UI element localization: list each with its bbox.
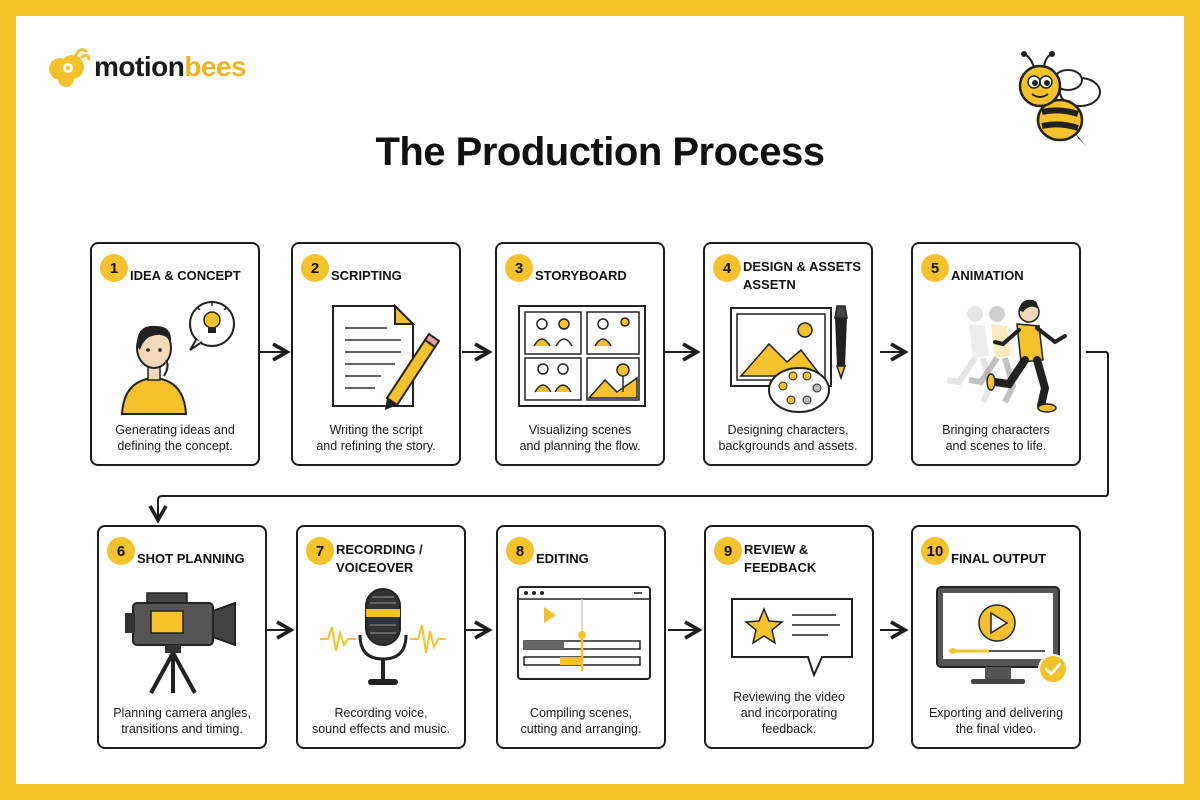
step-title: STORYBOARD xyxy=(535,254,657,298)
step-title: RECORDING / VOICEOVER xyxy=(336,537,458,581)
step-card-5: 5 ANIMATION Bringing characters and scene… xyxy=(911,242,1081,466)
step-desc-line1: Reviewing the video xyxy=(733,690,845,704)
step-desc-line2: and refining the story. xyxy=(316,439,436,453)
step-desc-line2: and incorporating feedback. xyxy=(740,706,838,736)
step-desc-line2: the final video. xyxy=(955,722,1037,736)
step-card-8: 8 EDITING Compiling scenes, cutting and a… xyxy=(496,525,666,749)
step-title-line1: EDITING xyxy=(536,551,589,566)
step-title-line1: IDEA & CONCEPT xyxy=(130,268,241,283)
storyboard-icon xyxy=(518,305,646,407)
step-description: Recording voice, sound effects and music. xyxy=(304,705,458,737)
brand-name-part1: motion xyxy=(94,51,185,82)
step-title-line1: DESIGN & ASSETS xyxy=(743,259,861,274)
step-desc-line1: Visualizing scenes xyxy=(528,423,632,437)
step-title-line2: VOICEOVER xyxy=(336,560,414,575)
step-number-badge: 5 xyxy=(921,254,949,282)
step-description: Bringing characters and scenes to life. xyxy=(919,422,1073,454)
microphone-icon xyxy=(320,588,446,685)
step-number-badge: 7 xyxy=(306,537,334,565)
review-star-icon xyxy=(731,598,853,678)
step-number-badge: 1 xyxy=(100,254,128,282)
step-desc-line2: and planning the flow. xyxy=(519,439,641,453)
video-editor-icon xyxy=(517,586,651,680)
step-card-2: 2 SCRIPTING Writing the script and refini… xyxy=(291,242,461,466)
step-title: FINAL OUTPUT xyxy=(951,537,1073,581)
step-card-7: 7 RECORDING / VOICEOVER Recording voice, s… xyxy=(296,525,466,749)
step-desc-line2: cutting and arranging. xyxy=(520,722,642,736)
step-description: Exporting and delivering the final video. xyxy=(919,705,1073,737)
step-desc-line2: defining the concept. xyxy=(117,439,233,453)
bee-mascot-icon xyxy=(1018,51,1101,146)
step-desc-line2: transitions and timing. xyxy=(121,722,243,736)
step-title-line1: ANIMATION xyxy=(951,268,1024,283)
step-title: IDEA & CONCEPT xyxy=(130,254,252,298)
step-title-line2: ASSETN xyxy=(743,277,796,292)
step-desc-line1: Recording voice, xyxy=(334,706,428,720)
video-camera-icon xyxy=(125,592,236,694)
script-pencil-icon xyxy=(332,303,441,410)
step-title: SCRIPTING xyxy=(331,254,453,298)
step-card-9: 9 REVIEW & FEEDBACK Reviewing the video an… xyxy=(704,525,874,749)
step-number-badge: 8 xyxy=(506,537,534,565)
step-title-line1: SHOT PLANNING xyxy=(137,551,245,566)
step-description: Designing characters, backgrounds and ass… xyxy=(711,422,865,454)
step-number-badge: 9 xyxy=(714,537,742,565)
bee-logo-icon xyxy=(49,48,90,87)
step-desc-line1: Exporting and delivering xyxy=(928,706,1064,720)
brand-logo: motionbees xyxy=(46,44,247,90)
step-title-line1: REVIEW & xyxy=(744,542,809,557)
step-title: EDITING xyxy=(536,537,658,581)
step-desc-line1: Writing the script xyxy=(329,423,423,437)
step-title: DESIGN & ASSETS ASSETN xyxy=(743,254,865,298)
step-number-badge: 3 xyxy=(505,254,533,282)
step-description: Reviewing the video and incorporating fee… xyxy=(712,689,866,737)
page-title: The Production Process xyxy=(375,130,825,174)
brand-name: motionbees xyxy=(94,51,247,83)
step-title-line1: SCRIPTING xyxy=(331,268,402,283)
step-desc-line1: Bringing characters xyxy=(942,423,1050,437)
running-character-icon xyxy=(946,299,1067,413)
step-desc-line2: backgrounds and assets. xyxy=(718,439,858,453)
step-desc-line1: Planning camera angles, xyxy=(113,706,251,720)
step-card-10: 10 FINAL OUTPUT Exporting and delivering… xyxy=(911,525,1081,749)
design-palette-icon xyxy=(730,305,848,413)
step-desc-line2: and scenes to life. xyxy=(945,439,1047,453)
step-card-3: 3 STORYBOARD Visualizing scenes and plann… xyxy=(495,242,665,466)
step-description: Generating ideas and defining the concept… xyxy=(98,422,252,454)
brand-name-part2: bees xyxy=(184,51,247,82)
step-desc-line1: Generating ideas and xyxy=(115,423,235,437)
step-title-line1: RECORDING / xyxy=(336,542,423,557)
step-card-1: 1 IDEA & CONCEPT Generating ideas and def… xyxy=(90,242,260,466)
step-description: Compiling scenes, cutting and arranging. xyxy=(504,705,658,737)
step-title-line1: STORYBOARD xyxy=(535,268,627,283)
thinking-person-icon xyxy=(120,301,235,415)
step-description: Writing the script and refining the story… xyxy=(299,422,453,454)
step-card-4: 4 DESIGN & ASSETS ASSETN Designing charac… xyxy=(703,242,873,466)
step-desc-line1: Designing characters, xyxy=(727,423,849,437)
step-title: SHOT PLANNING xyxy=(137,537,259,581)
step-description: Visualizing scenes and planning the flow. xyxy=(503,422,657,454)
step-number-badge: 4 xyxy=(713,254,741,282)
monitor-play-icon xyxy=(936,586,1068,684)
step-number-badge: 6 xyxy=(107,537,135,565)
step-title: ANIMATION xyxy=(951,254,1073,298)
step-desc-line1: Compiling scenes, xyxy=(529,706,633,720)
step-number-badge: 2 xyxy=(301,254,329,282)
step-number-badge: 10 xyxy=(921,537,949,565)
step-card-6: 6 SHOT PLANNING Planning camera angles, t… xyxy=(97,525,267,749)
step-description: Planning camera angles, transitions and t… xyxy=(105,705,259,737)
step-title-line1: FINAL OUTPUT xyxy=(951,551,1047,566)
step-title: REVIEW & FEEDBACK xyxy=(744,537,866,581)
step-title-line2: FEEDBACK xyxy=(744,560,817,575)
step-desc-line2: sound effects and music. xyxy=(311,722,451,736)
